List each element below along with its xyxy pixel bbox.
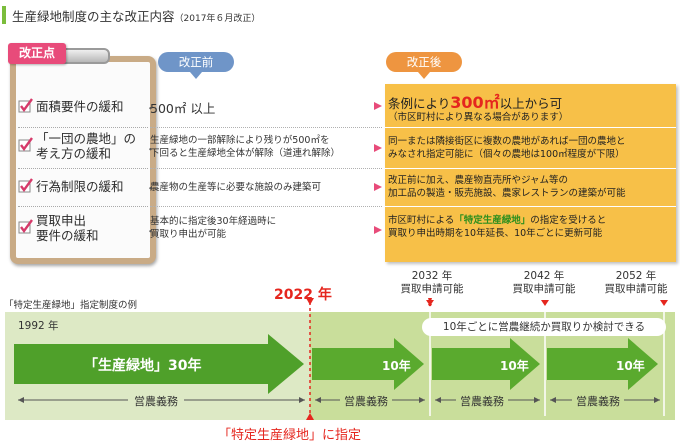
- row-divider: [18, 168, 148, 169]
- item-label-line: 要件の緩和: [36, 228, 99, 243]
- before-text: 農産物の生産等に必要な施設のみ建築可: [150, 182, 322, 193]
- after-text: 改正前に加え、農産物直売所やジャム等の 加工品の製造・販売施設、農家レストランの…: [388, 174, 626, 201]
- after-text-line: 市区町村による「特定生産緑地」の指定を受けると: [388, 214, 606, 227]
- future-year-note: 買取申請可能: [512, 283, 576, 296]
- pivot-year: 2022 年: [274, 287, 332, 303]
- timeline-caption: 「特定生産緑地」指定制度の例: [4, 300, 138, 311]
- before-text-line: 買取り申出が可能: [150, 228, 227, 240]
- page-title-main: 生産緑地制度の主な改正内容: [12, 9, 175, 24]
- change-item-area-concept: 「一団の農地」の 考え方の緩和: [18, 131, 148, 161]
- before-text: 500㎡ 以上: [150, 101, 216, 116]
- header-after: 改正後: [386, 52, 462, 72]
- ten-year-label: 10年: [500, 359, 529, 373]
- arrow-right-icon: [374, 102, 382, 110]
- obligation-label: 営農義務: [456, 393, 508, 409]
- after-text-main: 条例により300㎡以上から可: [388, 92, 562, 114]
- checkmark-icon: [18, 219, 33, 234]
- arrow-right-icon: [374, 226, 382, 234]
- future-year: 2042 年: [523, 270, 565, 282]
- item-label: 行為制限の緩和: [36, 178, 124, 194]
- row-divider: [150, 206, 382, 207]
- after-text-highlight: 「特定生産緑地」: [454, 215, 531, 226]
- after-text: 市区町村による「特定生産緑地」の指定を受けると 買取り申出時期を10年延長、10…: [388, 214, 606, 241]
- obligation-label: 営農義務: [572, 393, 624, 409]
- changes-badge: 改正点: [8, 43, 66, 64]
- after-text: 同一または隣接街区に複数の農地があれば一団の農地と みなされ指定可能に（個々の農…: [388, 135, 626, 162]
- after-text-sub: （市区町村により異なる場合があります）: [388, 112, 569, 123]
- designation-label: 「特定生産緑地」に指定: [218, 428, 362, 443]
- item-label: 「一団の農地」の 考え方の緩和: [36, 131, 136, 161]
- dot-leader: ・: [145, 182, 157, 195]
- change-item-restriction: 行為制限の緩和: [18, 178, 148, 194]
- before-text-line: 生産緑地の一部解除により残りが500㎡を: [150, 135, 330, 146]
- future-year-note: 買取申請可能: [604, 283, 668, 296]
- checkmark-icon: [18, 98, 33, 113]
- before-text-line: 基本的に指定後30年経過時に: [150, 216, 277, 227]
- after-text-line: みなされ指定可能に（個々の農地は100㎡程度が下限）: [388, 149, 625, 161]
- ten-year-label: 10年: [616, 359, 645, 373]
- year-marker: [660, 300, 668, 306]
- after-text-line: 加工品の製造・販売施設、農家レストランの建築が可能: [388, 188, 626, 200]
- future-year-label: 2042 年 買取申請可能: [512, 270, 576, 296]
- dot-leader: ・: [145, 143, 157, 156]
- checkmark-icon: [18, 137, 33, 152]
- change-item-area: 面積要件の緩和: [18, 98, 148, 114]
- before-text: 生産緑地の一部解除により残りが500㎡を 下回ると生産緑地全体が解除（道連れ解除…: [150, 135, 340, 161]
- after-text-value: 300㎡: [450, 93, 500, 112]
- after-text-main-post: 以上から可: [499, 96, 563, 111]
- timeline-graphic: [14, 298, 668, 420]
- after-text-line: 同一または隣接街区に複数の農地があれば一団の農地と: [388, 136, 626, 147]
- title-bar: [2, 6, 6, 24]
- after-divider: [385, 168, 676, 169]
- item-label-line: 考え方の緩和: [36, 146, 112, 161]
- page-title: 生産緑地制度の主な改正内容（2017年６月改正）: [12, 6, 260, 25]
- after-text-main-pre: 条例により: [388, 96, 451, 111]
- arrow-right-icon: [374, 183, 382, 191]
- dot-leader: ・: [145, 102, 157, 115]
- future-year-label: 2032 年 買取申請可能: [400, 270, 464, 296]
- before-text-line: 下回ると生産緑地全体が解除（道連れ解除）: [150, 147, 341, 159]
- item-label-line: 「一団の農地」の: [36, 131, 137, 146]
- clipboard-paper: [16, 62, 150, 258]
- main-arrow-label: 「生産緑地」30年: [84, 358, 202, 374]
- checkmark-icon: [18, 178, 33, 193]
- item-label: 買取申出 要件の緩和: [36, 213, 99, 243]
- row-divider: [18, 127, 148, 128]
- header-after-tail: [418, 72, 430, 79]
- header-before: 改正前: [158, 52, 234, 72]
- dot-leader: ・: [145, 225, 157, 238]
- change-item-purchase: 買取申出 要件の緩和: [18, 213, 148, 243]
- after-box: [385, 84, 676, 262]
- obligation-label: 営農義務: [340, 393, 392, 409]
- row-divider: [150, 127, 382, 128]
- before-text: 基本的に指定後30年経過時に 買取り申出が可能: [150, 216, 276, 242]
- after-text-line: 改正前に加え、農産物直売所やジャム等の: [388, 175, 569, 186]
- after-text-part: の指定を受けると: [530, 215, 607, 226]
- after-text-line: 買取り申出時期を10年延長、10年ごとに更新可能: [388, 228, 603, 240]
- item-label-line: 買取申出: [36, 213, 87, 228]
- row-divider: [150, 168, 382, 169]
- item-label: 面積要件の緩和: [36, 98, 124, 114]
- year-marker: [541, 300, 549, 306]
- future-year: 2052 年: [615, 270, 657, 282]
- review-notice: 10年ごとに営農継続か買取りか検討できる: [422, 318, 666, 336]
- page-title-sub: （2017年６月改正）: [174, 14, 261, 24]
- row-divider: [18, 206, 148, 207]
- future-year: 2032 年: [411, 270, 453, 282]
- ten-year-label: 10年: [382, 359, 411, 373]
- year-marker: [426, 300, 434, 306]
- after-divider: [385, 127, 676, 128]
- header-before-tail: [190, 72, 202, 79]
- after-divider: [385, 206, 676, 207]
- after-text-part: 市区町村による: [388, 215, 455, 226]
- future-year-note: 買取申請可能: [400, 283, 464, 296]
- obligation-label: 営農義務: [128, 393, 184, 409]
- future-year-label: 2052 年 買取申請可能: [604, 270, 668, 296]
- arrow-right-icon: [374, 144, 382, 152]
- start-year: 1992 年: [18, 320, 59, 332]
